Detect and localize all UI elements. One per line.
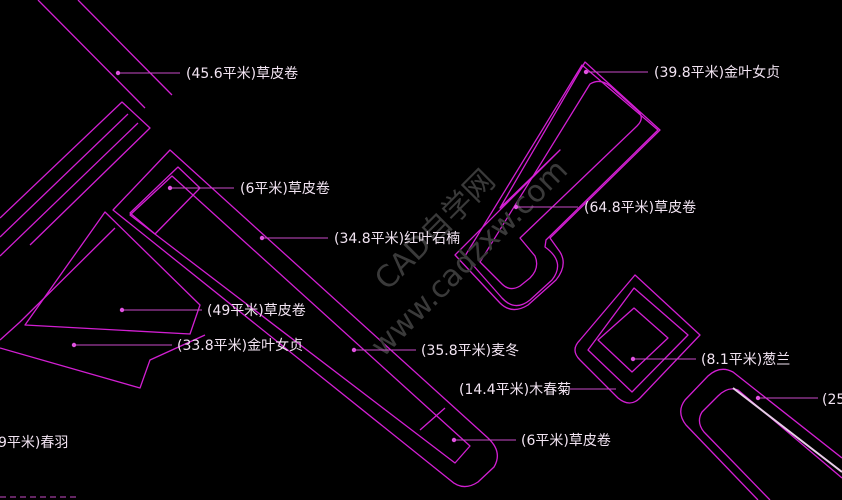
label-a10: (14.4平米)木春菊 [459,382,571,398]
bed-square-outer [574,274,701,404]
label-a12: (6平米)草皮卷 [521,433,611,449]
bed-highlight-line [732,387,842,473]
leader-dot-a1 [115,70,121,76]
bed-central-strip [112,149,499,488]
bed-l-outer [454,61,661,311]
label-a3: (6平米)草皮卷 [240,181,330,197]
label-a13: 9平米)春羽 [0,435,68,451]
bed-square-inner [597,307,669,373]
bed-lawn-49 [24,211,201,335]
bed-top-left-strip [37,0,173,109]
leader-dot-a11 [755,395,761,401]
bed-small-lawn [129,166,201,235]
label-a6: (49平米)草皮卷 [207,303,306,319]
bed-square-mid [587,287,689,393]
leader-dot-a2 [583,69,589,75]
label-a5: (34.8平米)红叶石楠 [334,231,460,247]
leader-dot-a12 [451,437,457,443]
bed-l-inner [479,80,642,290]
leader-dot-a8 [351,347,357,353]
bed-bottom-right [680,368,842,500]
leader-dot-a6 [119,307,125,313]
bed-l-shape [464,64,659,307]
label-a4: (64.8平米)草皮卷 [584,200,696,216]
bed-left-strips [0,101,151,257]
leader-dot-a4 [513,204,519,210]
bed-divider [419,407,446,431]
bed-central-inner [129,175,471,464]
label-a8: (35.8平米)麦冬 [421,343,519,359]
label-a1: (45.6平米)草皮卷 [186,66,298,82]
bed-ligustrum [0,227,206,389]
leader-dot-a3 [167,185,173,191]
label-a9: (8.1平米)葱兰 [701,352,790,368]
annotations: (45.6平米)草皮卷 (39.8平米)金叶女贞 (6平米)草皮卷 (64.8平… [0,64,842,451]
leader-dot-a7 [71,342,77,348]
label-a7: (33.8平米)金叶女贞 [177,337,303,354]
leader-dot-a9 [630,356,636,362]
leader-dot-a5 [259,235,265,241]
label-a2: (39.8平米)金叶女贞 [654,64,780,81]
label-a11: (25 [822,392,842,408]
